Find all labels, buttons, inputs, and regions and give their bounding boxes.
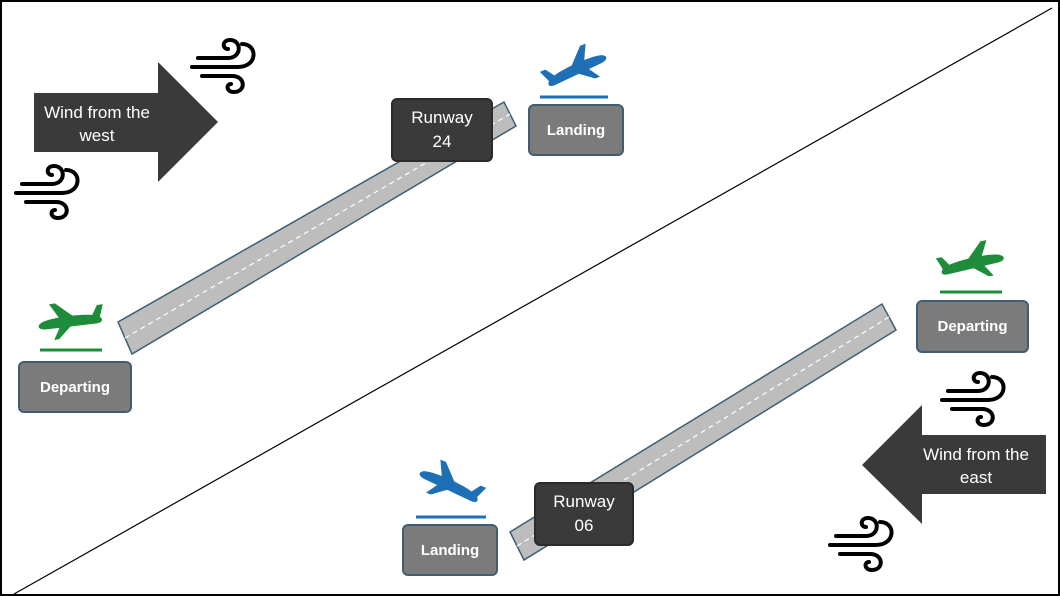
wind-gust-icon [828, 516, 894, 572]
airplane-departure-icon [934, 237, 1007, 285]
runway-06-label: Runway 06 [534, 482, 634, 546]
wind-gust-icon [940, 371, 1006, 427]
wind-label-west: Wind from the west [44, 103, 150, 145]
runway-number: 24 [432, 132, 452, 151]
wind-arrow-west [34, 62, 218, 182]
departing-label-east: Departing [916, 300, 1029, 353]
airplane-landing-icon [536, 38, 613, 97]
landing-label-west: Landing [528, 104, 624, 156]
runway-name: Runway [553, 492, 615, 511]
airplane-landing-icon [413, 454, 490, 513]
divider-line [13, 7, 1053, 595]
wind-label-east: Wind from the east [923, 445, 1029, 487]
wind-arrow-east [862, 405, 1046, 524]
airplane-departure-icon [35, 295, 108, 343]
departing-label-west: Departing [18, 361, 132, 413]
runway-name: Runway [411, 108, 473, 127]
wind-gust-icon [14, 164, 80, 220]
runway-24-label: Runway 24 [391, 98, 493, 162]
runway-number: 06 [574, 516, 594, 535]
wind-gust-icon [190, 38, 256, 94]
landing-label-east: Landing [402, 524, 498, 576]
